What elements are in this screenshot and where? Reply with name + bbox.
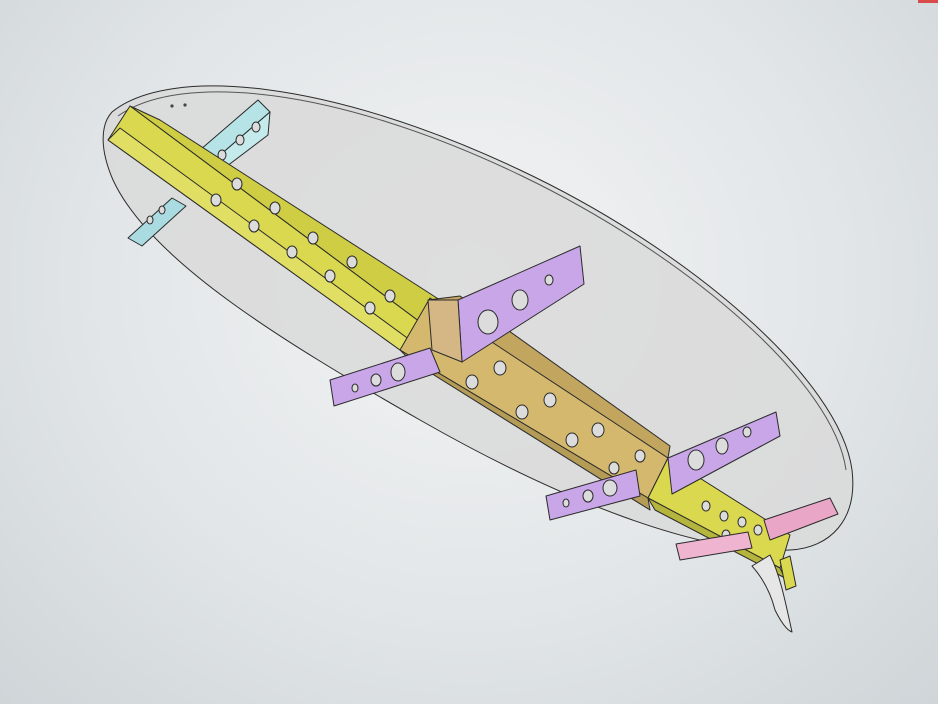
wing-bracket-front-web[interactable] [427,299,463,363]
bracket-hole [251,121,261,133]
rail-hole [210,193,222,207]
bracket-hole [511,289,529,311]
rail-hole [634,449,646,463]
bracket-hole [602,479,618,497]
rail-hole [231,177,243,191]
rail-hole [346,255,358,269]
tail-bracket-left[interactable] [675,531,753,561]
canopy-pin-hole [183,103,187,107]
rail-hole [324,269,336,283]
bracket-hole [351,383,359,393]
tail-post[interactable] [779,555,797,591]
bracket-hole [370,373,382,387]
front-cross-bracket-lower[interactable] [127,197,187,247]
bracket-hole [582,489,594,503]
rail-hole [608,461,620,475]
rail-hole [286,245,298,259]
tail-fin[interactable] [751,554,793,633]
rail-hole [719,510,729,522]
rail-hole [753,524,763,536]
rail-hole [591,422,605,438]
rail-hole [493,360,507,376]
tail-bracket-right[interactable] [763,497,839,541]
bracket-hole [544,274,554,286]
bracket-hole [235,134,245,146]
canopy-rim [117,91,847,471]
bracket-hole [687,449,705,471]
rail-hole [465,374,479,390]
bracket-hole [390,362,406,382]
rail-hole [248,219,260,233]
corner-mark [918,0,938,3]
rail-hole [269,201,281,215]
bracket-hole [715,437,729,455]
rail-hole [384,289,396,303]
rail-hole [565,432,579,448]
rail-hole [543,392,557,408]
rail-hole [737,516,747,528]
rail-hole [701,500,711,512]
canopy-pin-hole [170,104,174,108]
rail-hole [307,231,319,245]
bracket-hole [146,215,154,225]
bracket-hole [158,205,166,215]
rail-hole [364,301,376,315]
bracket-hole [742,426,752,438]
bracket-hole [477,309,499,335]
bracket-hole [562,498,570,508]
rail-hole [515,404,529,420]
